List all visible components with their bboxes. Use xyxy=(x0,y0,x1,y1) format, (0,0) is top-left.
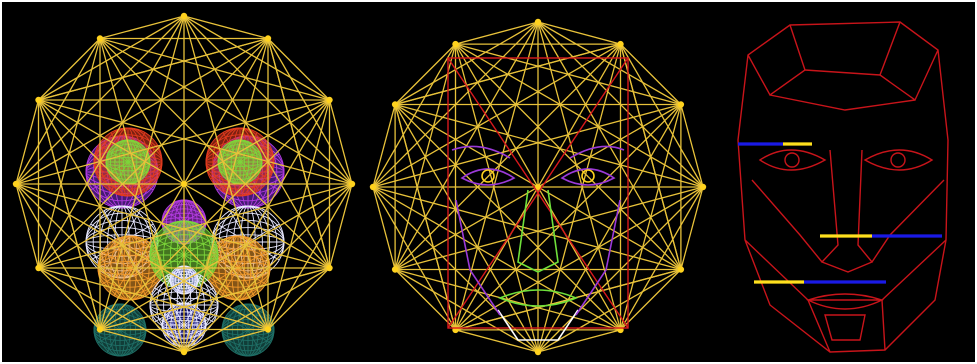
middle-dodecagon-vertex-dot xyxy=(452,41,458,47)
left-dodecagon-vertex-dot xyxy=(35,97,41,103)
left-dodecagon-vertex-dot xyxy=(265,326,271,332)
middle-dodecagon-vertex-dot xyxy=(535,349,541,355)
left-dodecagon-vertex-dot xyxy=(97,326,103,332)
right-eye-green-sphere-wire xyxy=(218,140,262,184)
left-dodecagon-vertex-dot xyxy=(35,265,41,271)
left-eye-green-sphere-wire xyxy=(106,140,150,184)
middle-dodecagon-vertex-dot xyxy=(392,266,398,272)
middle-dodecagon-vertex-dot xyxy=(678,101,684,107)
left-dodecagon-vertex-dot xyxy=(181,349,187,355)
middle-dodecagon-vertex-dot xyxy=(535,19,541,25)
right-eye-green-sphere xyxy=(218,140,262,184)
middle-dodecagon-vertex-dot xyxy=(370,184,376,190)
left-dodecagon-center-dot xyxy=(181,181,187,187)
middle-dodecagon-vertex-dot xyxy=(617,41,623,47)
middle-dodecagon-vertex-dot xyxy=(678,266,684,272)
left-dodecagon-vertex-dot xyxy=(97,35,103,41)
left-dodecagon-vertex-dot xyxy=(181,13,187,19)
left-dodecagon-vertex-dot xyxy=(349,181,355,187)
left-dodecagon-vertex-dot xyxy=(326,265,332,271)
left-dodecagon-vertex-dot xyxy=(265,35,271,41)
middle-dodecagon-vertex-dot xyxy=(700,184,706,190)
left-eye-green-sphere xyxy=(106,140,150,184)
left-dodecagon-vertex-dot xyxy=(13,181,19,187)
left-dodecagon-vertex-dot xyxy=(326,97,332,103)
middle-dodecagon-vertex-dot xyxy=(392,101,398,107)
